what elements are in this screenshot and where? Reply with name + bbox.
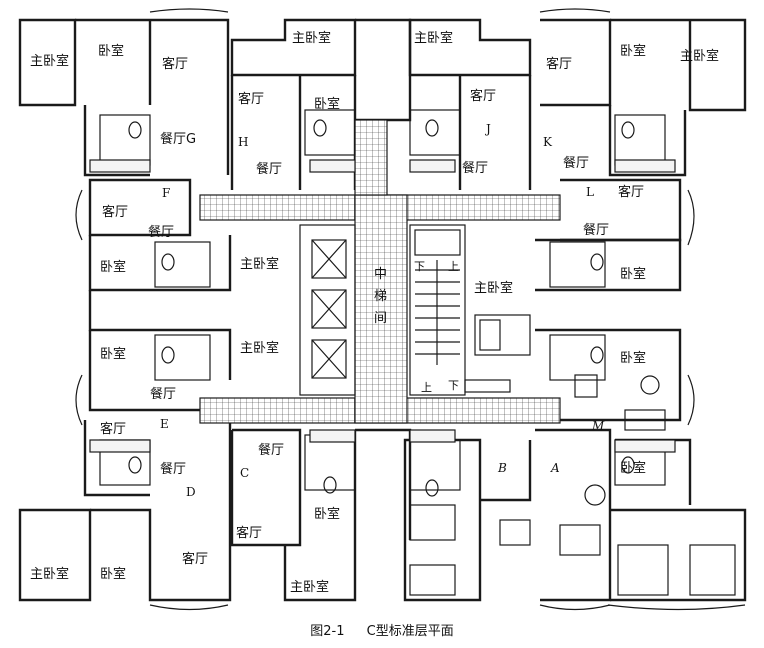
room-master-bedroom: 主卧室 [30,53,69,69]
kitchen-counters [89,159,676,453]
room-living: 客厅 [546,56,572,72]
room-dining: 餐厅 [258,442,284,458]
room-bedroom: 卧室 [100,346,126,362]
room-bedroom: 卧室 [100,259,126,275]
room-bedroom: 卧室 [620,350,646,366]
room-bedroom: 卧室 [98,43,124,59]
room-master-bedroom: 主卧室 [292,30,331,46]
room-living: 客厅 [162,56,188,72]
stair-core-char: 中 [374,267,387,282]
room-dining: 餐厅 [256,161,282,177]
room-bedroom: 卧室 [100,566,126,582]
lobby-top [354,119,388,196]
room-living: 客厅 [236,525,262,541]
room-dining: 餐厅 [150,386,176,402]
outer-walls [18,8,747,611]
unit-letter-m: M [591,419,605,433]
room-master-bedroom: 主卧室 [30,566,69,582]
room-living: 客厅 [470,88,496,104]
unit-letter-l: L [586,185,594,199]
unit-letter-k: K [543,135,553,149]
room-bedroom: 卧室 [620,460,646,476]
stair-up: 上 [448,260,459,273]
room-master-bedroom: 主卧室 [240,256,279,272]
unit-letter-h: H [238,135,248,149]
unit-letter-e: E [160,417,169,431]
room-dining: 餐厅 [148,224,174,240]
room-master-bedroom: 主卧室 [414,30,453,46]
unit-letter-a: A [550,461,560,475]
room-labels: 主卧室 卧室 客厅 主卧室 客厅 卧室 餐厅G 餐厅 主卧室 客厅 餐厅 卧室 … [30,30,719,595]
furniture [409,314,736,596]
room-dining: 餐厅 [563,155,589,171]
figure-title: C型标准层平面 [366,624,454,639]
stair-up: 上 [421,381,432,394]
room-master-bedroom: 主卧室 [474,280,513,296]
room-living: 客厅 [238,91,264,107]
stair-core-label: 中 梯 间 下 上 上 下 [374,260,459,394]
figure-caption: 图2-1 C型标准层平面 [0,620,764,639]
room-bedroom: 卧室 [620,43,646,59]
elevator-bank [299,224,356,396]
room-master-bedroom: 主卧室 [240,340,279,356]
room-living: 客厅 [100,421,126,437]
room-dining: 餐厅 [462,160,488,176]
room-dining-g: 餐厅G [160,131,196,147]
unit-letter-j: J [484,122,491,136]
stair-core-char: 间 [374,311,387,326]
unit-letters: H J K F L E M C D B A [160,122,605,499]
room-living: 客厅 [618,184,644,200]
room-dining: 餐厅 [160,461,186,477]
room-bedroom: 卧室 [314,96,340,112]
figure-number: 图2-1 [310,624,345,639]
room-master-bedroom: 主卧室 [680,48,719,64]
room-living: 客厅 [102,204,128,220]
unit-letter-b: B [497,461,507,475]
unit-letter-f: F [162,186,170,200]
room-living: 客厅 [182,551,208,567]
stair-down: 下 [414,260,425,273]
stairwell [409,224,466,396]
stair-down: 下 [448,379,459,392]
room-bedroom: 卧室 [314,506,340,522]
unit-letter-d: D [186,485,196,499]
unit-letter-c: C [240,466,249,480]
stair-core-char: 梯 [374,289,387,304]
room-bedroom: 卧室 [620,266,646,282]
room-master-bedroom: 主卧室 [290,579,329,595]
central-hall [354,194,408,424]
room-dining: 餐厅 [583,222,609,238]
